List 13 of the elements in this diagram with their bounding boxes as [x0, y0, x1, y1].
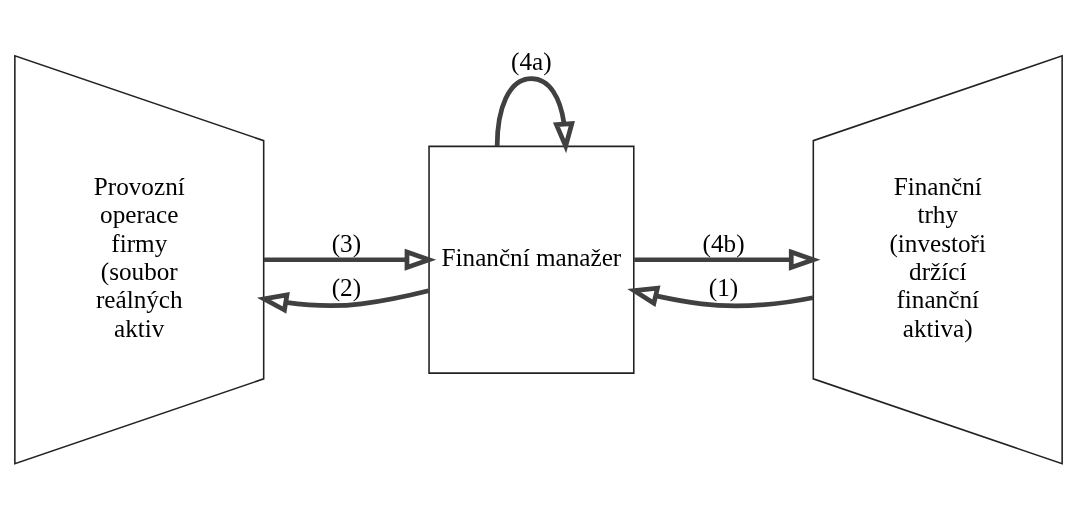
- edge-label: (4b): [702, 229, 745, 257]
- arrow: [627, 285, 814, 308]
- arrow: [263, 248, 437, 271]
- edge-label: (2): [331, 273, 362, 301]
- node-box: Provozní operace firmy (soubor reálných aktiv: [14, 54, 265, 465]
- edge-label: (3): [331, 229, 362, 257]
- node-box: Finanční trhy (investoři držící finanční aktiva): [812, 54, 1063, 465]
- edge-label: (4a): [511, 47, 552, 75]
- arrow: [256, 287, 430, 314]
- edge-label: (1): [708, 273, 739, 301]
- node-box: Finanční manažer: [428, 145, 635, 374]
- arrow: [634, 248, 821, 271]
- arrow: [494, 75, 575, 153]
